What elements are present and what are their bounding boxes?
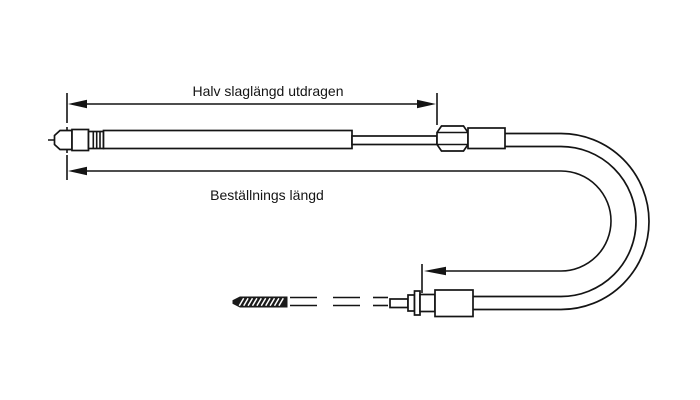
arrowhead-left xyxy=(68,99,87,109)
thread-hatch xyxy=(273,297,280,307)
label-order-length: Beställnings längd xyxy=(210,187,324,203)
arrowhead-left xyxy=(68,166,87,176)
fitting-body xyxy=(71,128,90,152)
dimension-order-length: Beställnings längd xyxy=(66,155,612,293)
hex-nut-outline xyxy=(436,125,469,152)
fitting-neck xyxy=(419,293,436,313)
hex-nut xyxy=(436,125,469,152)
outer-tube xyxy=(102,129,353,150)
thread-hatch xyxy=(265,297,271,307)
ferrule-sleeve xyxy=(467,127,506,150)
dimension-half-stroke: Halv slaglängd utdragen xyxy=(66,83,438,125)
fitting-stub-rod xyxy=(389,298,409,309)
label-half-stroke: Halv slaglängd utdragen xyxy=(193,83,344,99)
thread-hatch xyxy=(243,297,249,307)
thread-hatch xyxy=(278,297,284,307)
fitting-collar xyxy=(407,294,416,312)
arrowhead-right xyxy=(417,99,436,109)
thread-hatch xyxy=(260,297,267,307)
arrowhead-lower xyxy=(424,266,446,276)
thread-hatch xyxy=(256,297,262,307)
eye-end-fitting xyxy=(48,127,105,153)
cable-jacket-u-bend xyxy=(473,132,650,311)
cable-end-fitting xyxy=(389,289,474,318)
jacket-outer-arc xyxy=(560,132,650,311)
thread-hatch xyxy=(247,297,254,307)
fitting-body xyxy=(434,289,474,318)
dimension-arc xyxy=(560,170,612,272)
break-dashes xyxy=(290,296,388,307)
threaded-rod-terminal xyxy=(232,296,288,308)
telescoping-section xyxy=(102,129,438,150)
thread-hatch xyxy=(238,297,245,307)
thread-hatch xyxy=(269,297,276,307)
extended-inner-rod xyxy=(351,135,438,146)
thread-hatch xyxy=(251,297,258,307)
jacket-inner-arc xyxy=(560,145,637,298)
fitting-nose xyxy=(53,129,73,151)
